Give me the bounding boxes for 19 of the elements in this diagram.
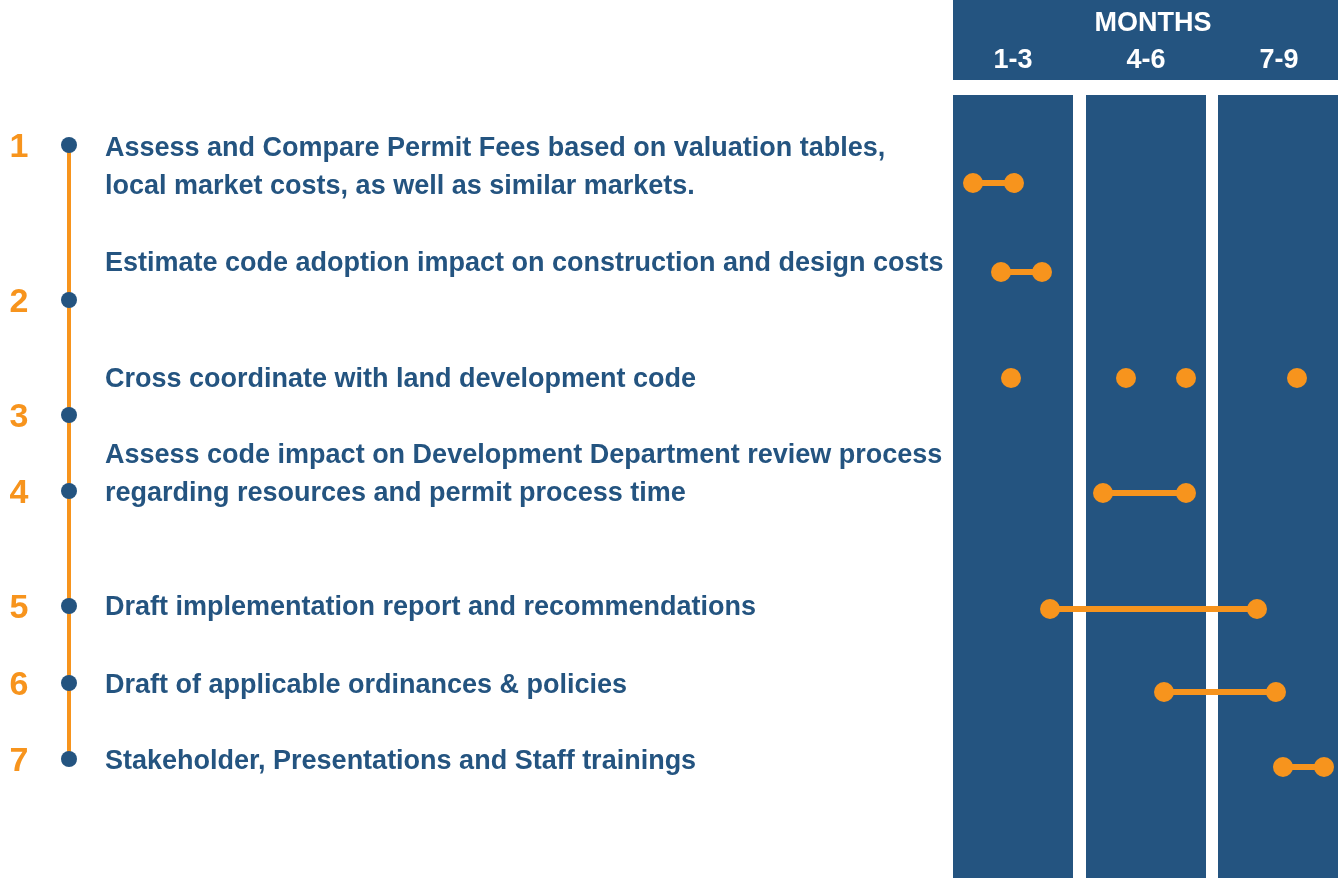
step-number: 2 — [8, 280, 30, 320]
step-number: 5 — [8, 586, 30, 626]
step-number: 6 — [8, 663, 30, 703]
task-text: Draft implementation report and recommendations — [105, 587, 945, 625]
month-range-label: 1-3 — [993, 43, 1033, 76]
step-number: 1 — [8, 125, 30, 165]
header-title: MONTHS — [1094, 6, 1212, 39]
task-text: Draft of applicable ordinances & policies — [105, 665, 945, 703]
step-number: 3 — [8, 395, 30, 435]
months-header-band — [953, 0, 1338, 80]
month-range-label: 7-9 — [1259, 43, 1299, 76]
step-number: 4 — [8, 471, 30, 511]
task-text: Assess and Compare Permit Fees based on valuation tables, local market costs, as well as similar markets. — [105, 128, 945, 204]
step-number: 7 — [8, 739, 30, 779]
task-text: Estimate code adoption impact on construction and design costs — [105, 243, 945, 281]
task-text: Stakeholder, Presentations and Staff trainings — [105, 741, 945, 779]
task-text: Cross coordinate with land development code — [105, 359, 945, 397]
month-range-label: 4-6 — [1126, 43, 1166, 76]
task-text: Assess code impact on Development Department review process regarding resources and permit process time — [105, 435, 945, 511]
